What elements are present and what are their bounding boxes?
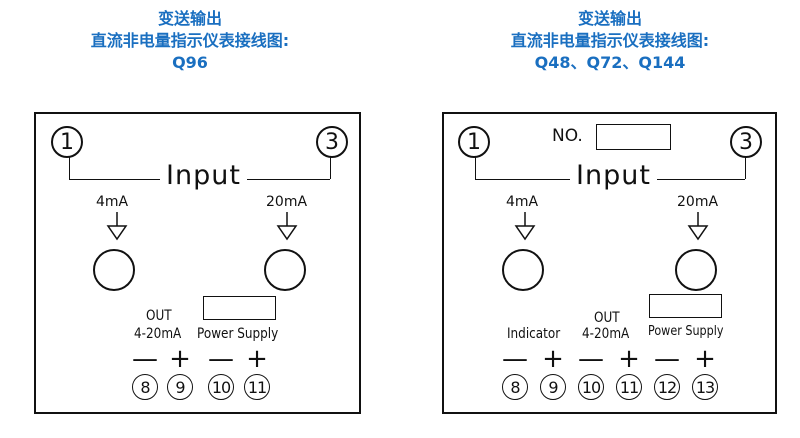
right-terminal-8-label: 8 [510, 377, 520, 397]
right-4ma-arrow-icon [514, 212, 536, 241]
right-pin-3-label: 3 [739, 129, 753, 155]
left-terminal-10: 10 [208, 374, 234, 400]
left-20ma-arrow-icon [276, 212, 298, 241]
left-4ma-label: 4mA [96, 194, 129, 210]
right-terminal-13: 13 [692, 374, 718, 400]
left-pin-3-label: 3 [325, 129, 339, 155]
right-terminal-8: 8 [502, 374, 528, 400]
left-sign-10: — [208, 344, 234, 374]
right-input-line-right [657, 179, 745, 180]
right-20ma-arrow-icon [687, 212, 709, 241]
left-diagram-title: 变送输出 直流非电量指示仪表接线图: Q96 [30, 8, 350, 74]
left-pin-1-label: 1 [60, 129, 74, 155]
right-terminal-11-label: 11 [619, 377, 639, 397]
right-input-line-right-drop [745, 148, 746, 179]
right-input-label: Input [570, 160, 657, 191]
right-power-supply-label: Power Supply [648, 324, 724, 339]
right-terminal-13-label: 13 [695, 377, 715, 397]
right-sign-9: + [542, 344, 564, 374]
left-title-line-3: Q96 [172, 53, 208, 72]
right-pin-1-label: 1 [467, 129, 481, 155]
right-4ma-label: 4mA [506, 194, 539, 210]
left-sign-8: — [132, 344, 158, 374]
right-terminal-10-label: 10 [581, 377, 601, 397]
right-sign-10: — [578, 344, 604, 374]
left-out-label: OUT [146, 308, 172, 324]
right-pin-3: 3 [730, 126, 762, 158]
right-title-line-2: 直流非电量指示仪表接线图: [510, 31, 710, 50]
left-input-line-left-drop [69, 148, 70, 179]
right-sign-12: — [654, 344, 680, 374]
right-input-line-left-drop [475, 148, 476, 179]
right-input-line-left [475, 179, 573, 180]
right-pin-1: 1 [458, 126, 490, 158]
right-terminal-9: 9 [540, 374, 566, 400]
right-span-adjust-knob [675, 249, 717, 291]
right-out-range-label: 4-20mA [582, 326, 630, 342]
right-sign-8: — [502, 344, 528, 374]
left-terminal-11-label: 11 [247, 377, 267, 397]
right-power-supply-box [649, 294, 722, 318]
left-20ma-label: 20mA [266, 194, 308, 210]
right-serial-number-box [596, 124, 671, 150]
left-input-label: Input [160, 160, 247, 191]
left-sign-9: + [169, 344, 191, 374]
left-terminal-8-label: 8 [140, 377, 150, 397]
left-terminal-9: 9 [167, 374, 193, 400]
left-title-line-1: 变送输出 [157, 9, 222, 28]
left-pin-1: 1 [51, 126, 83, 158]
left-input-line-left [69, 179, 164, 180]
left-terminal-10-label: 10 [211, 377, 231, 397]
right-diagram-title: 变送输出 直流非电量指示仪表接线图: Q48、Q72、Q144 [440, 8, 780, 74]
left-wiring-panel: 1 3 Input 4mA 20mA OUT 4-20mA Power Supp… [34, 112, 361, 414]
left-power-supply-label: Power Supply [197, 326, 279, 342]
right-indicator-label: Indicator [507, 326, 561, 342]
left-terminal-11: 11 [244, 374, 270, 400]
right-20ma-label: 20mA [677, 194, 719, 210]
left-power-supply-box [203, 296, 276, 320]
right-out-label: OUT [594, 310, 620, 326]
right-terminal-9-label: 9 [548, 377, 558, 397]
right-no-label: NO. [552, 126, 583, 146]
left-4ma-arrow-icon [106, 212, 128, 241]
left-terminal-9-label: 9 [175, 377, 185, 397]
left-zero-adjust-knob [93, 249, 135, 291]
right-terminal-12-label: 12 [657, 377, 677, 397]
left-title-line-2: 直流非电量指示仪表接线图: [90, 31, 290, 50]
right-terminal-11: 11 [616, 374, 642, 400]
right-title-line-3: Q48、Q72、Q144 [534, 53, 686, 72]
left-terminal-8: 8 [132, 374, 158, 400]
right-wiring-panel: NO. 1 3 Input 4mA 20mA Indicator OUT 4-2… [442, 112, 777, 414]
left-sign-11: + [246, 344, 268, 374]
left-pin-3: 3 [316, 126, 348, 158]
right-terminal-10: 10 [578, 374, 604, 400]
right-sign-11: + [618, 344, 640, 374]
left-input-line-right [246, 179, 330, 180]
left-out-range-label: 4-20mA [134, 326, 182, 342]
right-terminal-12: 12 [654, 374, 680, 400]
right-title-line-1: 变送输出 [577, 9, 642, 28]
left-span-adjust-knob [264, 249, 306, 291]
right-zero-adjust-knob [502, 249, 544, 291]
left-input-line-right-drop [330, 148, 331, 179]
right-sign-13: + [694, 344, 716, 374]
